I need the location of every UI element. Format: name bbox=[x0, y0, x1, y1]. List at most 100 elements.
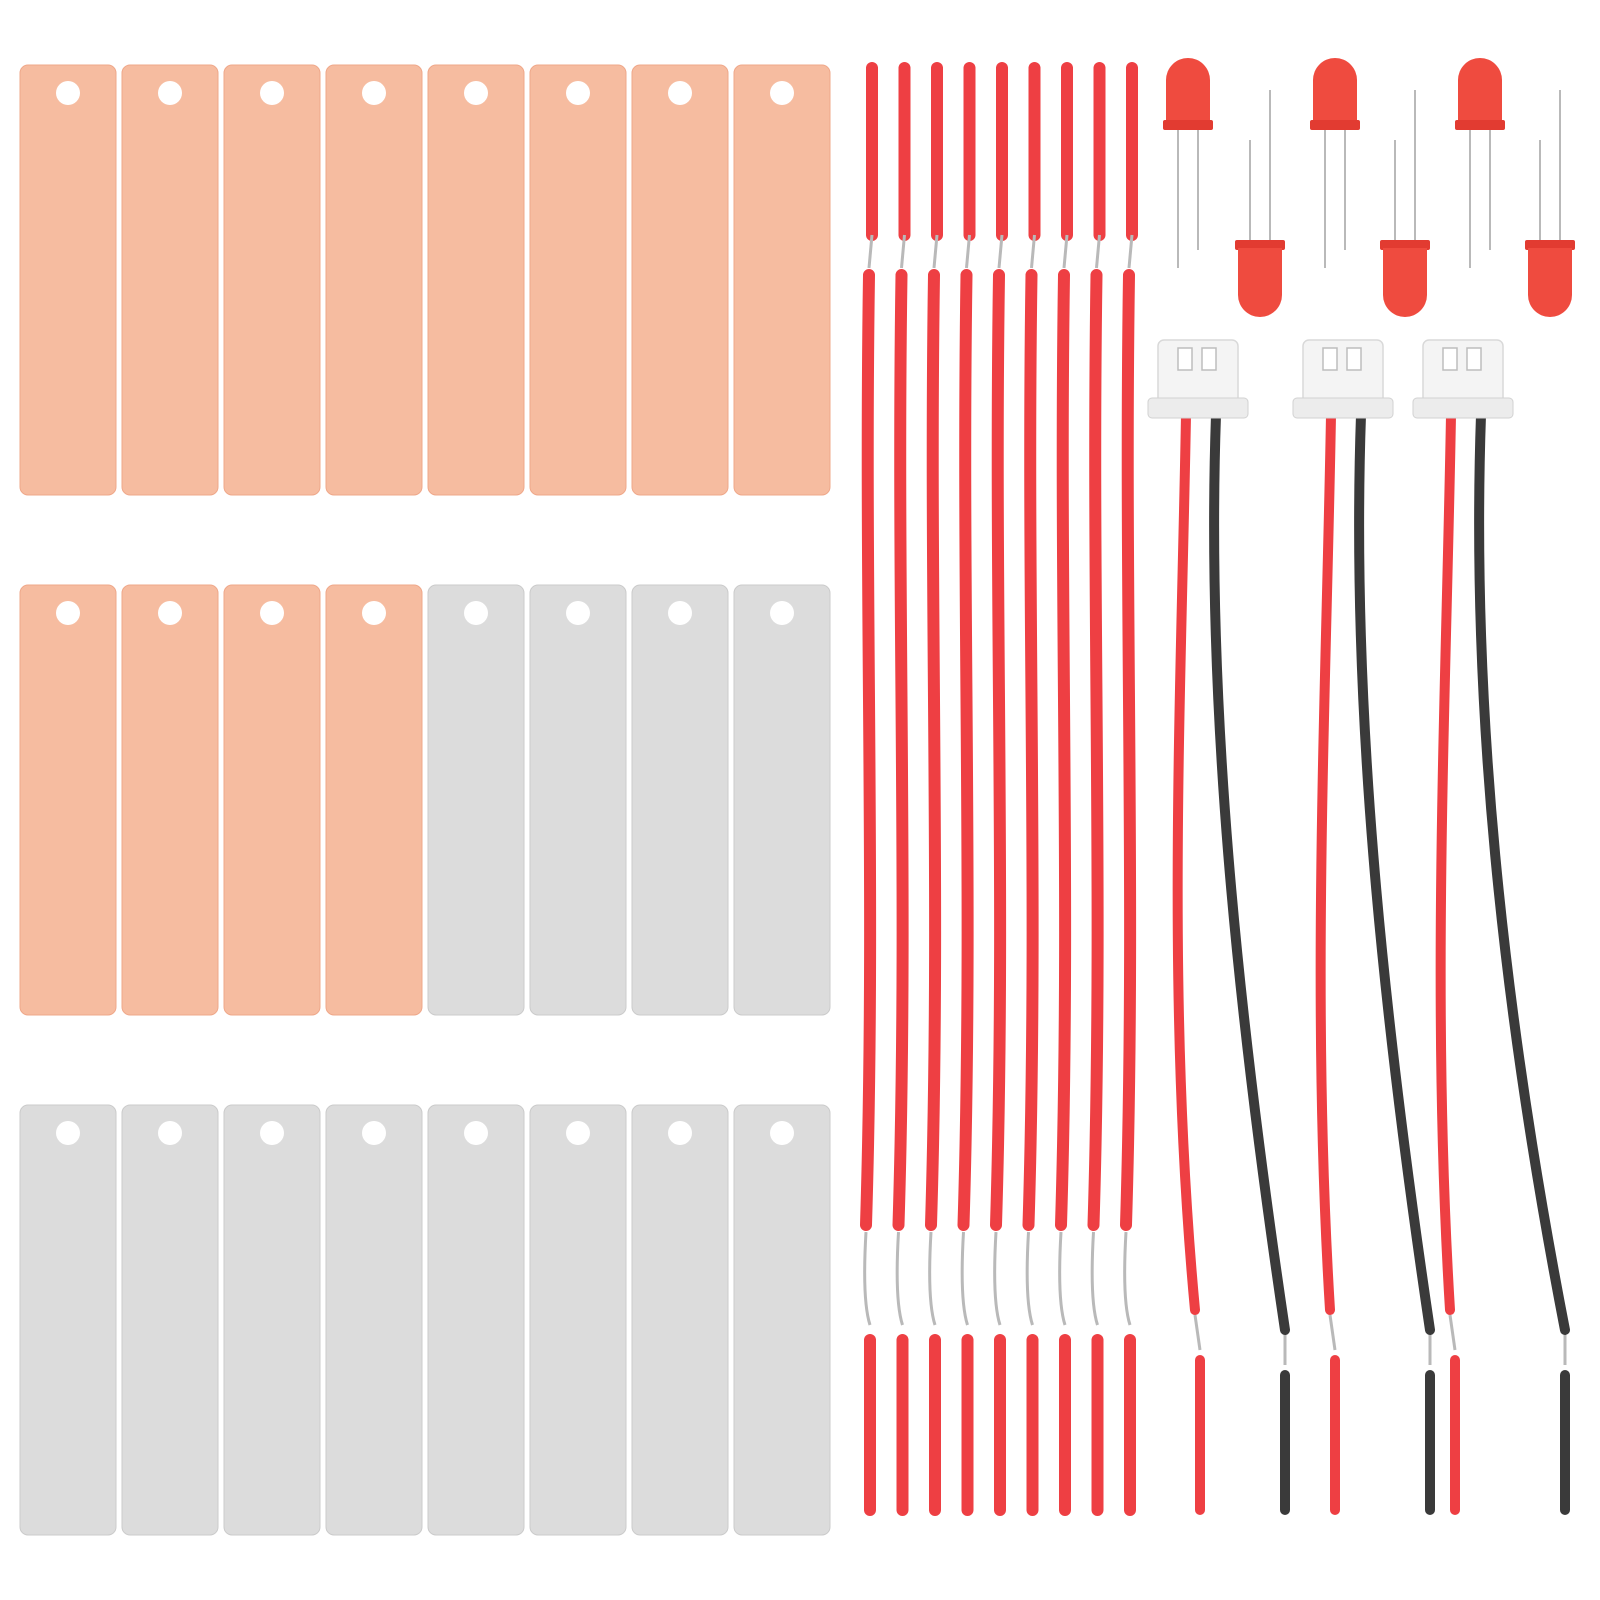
wire-exposed-lead bbox=[928, 1231, 937, 1326]
copper-plate bbox=[223, 64, 321, 496]
copper-plate bbox=[529, 64, 627, 496]
wire-exposed-lead bbox=[965, 234, 971, 269]
cable-exposed-lead bbox=[1193, 1314, 1202, 1351]
led-rim bbox=[1525, 240, 1575, 250]
wire-exposed-lead bbox=[1123, 1231, 1132, 1326]
zinc-plate bbox=[733, 1104, 831, 1536]
plate-hole bbox=[260, 601, 284, 625]
wire-body bbox=[1022, 269, 1039, 1231]
plate-hole bbox=[566, 81, 590, 105]
wire-exposed-lead bbox=[1062, 234, 1069, 269]
copper-plate bbox=[325, 584, 423, 1016]
wire-body bbox=[925, 269, 942, 1231]
wire-exposed-lead bbox=[993, 1231, 1002, 1326]
wire-exposed-lead bbox=[1025, 1231, 1034, 1326]
led-head bbox=[1528, 248, 1572, 317]
metal-plates bbox=[19, 64, 831, 1536]
plate-hole bbox=[668, 601, 692, 625]
led-rim bbox=[1235, 240, 1285, 250]
copper-plate-body bbox=[121, 64, 219, 496]
wire-exposed-lead bbox=[1058, 1231, 1067, 1326]
wire-body bbox=[860, 269, 877, 1231]
zinc-plate bbox=[223, 1104, 321, 1536]
copper-plate bbox=[733, 64, 831, 496]
led-rim bbox=[1163, 120, 1213, 130]
copper-plate bbox=[325, 64, 423, 496]
plate-hole bbox=[56, 81, 80, 105]
plate-hole bbox=[158, 81, 182, 105]
wire-exposed-lead bbox=[900, 234, 906, 269]
plate-hole bbox=[566, 1121, 590, 1145]
red-wire bbox=[1087, 62, 1106, 1516]
zinc-plate bbox=[121, 1104, 219, 1536]
copper-plate-body bbox=[631, 64, 729, 496]
zinc-plate-body bbox=[427, 1104, 525, 1536]
plate-hole bbox=[464, 601, 488, 625]
zinc-plate-body bbox=[631, 584, 729, 1016]
red-wire bbox=[860, 62, 878, 1516]
copper-plate bbox=[19, 584, 117, 1016]
led bbox=[1163, 58, 1213, 268]
led-head bbox=[1458, 58, 1502, 125]
wire-body bbox=[957, 269, 974, 1231]
plate-hole bbox=[158, 601, 182, 625]
wire-body bbox=[1055, 269, 1072, 1231]
led-rim bbox=[1310, 120, 1360, 130]
red-leds bbox=[1163, 58, 1575, 317]
red-wire bbox=[925, 62, 943, 1516]
connector-base bbox=[1412, 397, 1514, 419]
zinc-plate-body bbox=[529, 1104, 627, 1536]
plate-hole bbox=[770, 1121, 794, 1145]
red-jumper-wires bbox=[860, 62, 1138, 1516]
connector-pin bbox=[1466, 347, 1482, 371]
led bbox=[1455, 58, 1505, 268]
plate-hole bbox=[668, 1121, 692, 1145]
copper-plate-body bbox=[19, 584, 117, 1016]
red-wire bbox=[957, 62, 976, 1516]
zinc-plate bbox=[733, 584, 831, 1016]
plate-hole bbox=[464, 1121, 488, 1145]
zinc-plate-body bbox=[733, 584, 831, 1016]
connector-cables bbox=[1147, 339, 1570, 1515]
cable-black-lead bbox=[1354, 410, 1435, 1335]
copper-plate-body bbox=[733, 64, 831, 496]
zinc-plate bbox=[427, 1104, 525, 1536]
copper-plate bbox=[631, 64, 729, 496]
wire-body bbox=[892, 269, 909, 1231]
zinc-plate bbox=[529, 584, 627, 1016]
connector-pin bbox=[1177, 347, 1193, 371]
copper-plate-body bbox=[223, 584, 321, 1016]
plate-hole bbox=[566, 601, 590, 625]
plate-hole bbox=[668, 81, 692, 105]
plate-hole bbox=[158, 1121, 182, 1145]
zinc-plate bbox=[325, 1104, 423, 1536]
zinc-plate bbox=[19, 1104, 117, 1536]
zinc-plate bbox=[529, 1104, 627, 1536]
copper-plate-body bbox=[325, 584, 423, 1016]
wire-exposed-lead bbox=[895, 1231, 904, 1326]
connector-cable bbox=[1147, 339, 1290, 1515]
cable-red-lead bbox=[1435, 410, 1456, 1315]
zinc-plate-body bbox=[529, 584, 627, 1016]
copper-plate-body bbox=[223, 64, 321, 496]
connector-pin bbox=[1346, 347, 1362, 371]
led-rim bbox=[1455, 120, 1505, 130]
connector-base bbox=[1292, 397, 1394, 419]
copper-plate-body bbox=[325, 64, 423, 496]
wire-exposed-lead bbox=[1030, 234, 1036, 269]
connector-base bbox=[1147, 397, 1249, 419]
led-head bbox=[1313, 58, 1357, 125]
led bbox=[1525, 90, 1575, 317]
wire-exposed-lead bbox=[960, 1231, 969, 1326]
wire-body bbox=[1120, 269, 1137, 1231]
led-head bbox=[1238, 248, 1282, 317]
wire-body bbox=[1087, 269, 1104, 1231]
plate-hole bbox=[260, 1121, 284, 1145]
zinc-plate-body bbox=[19, 1104, 117, 1536]
connector-cable bbox=[1292, 339, 1435, 1515]
wire-body bbox=[990, 269, 1007, 1231]
plate-hole bbox=[464, 81, 488, 105]
plate-hole bbox=[56, 601, 80, 625]
wire-exposed-lead bbox=[932, 234, 939, 269]
zinc-plate-body bbox=[325, 1104, 423, 1536]
